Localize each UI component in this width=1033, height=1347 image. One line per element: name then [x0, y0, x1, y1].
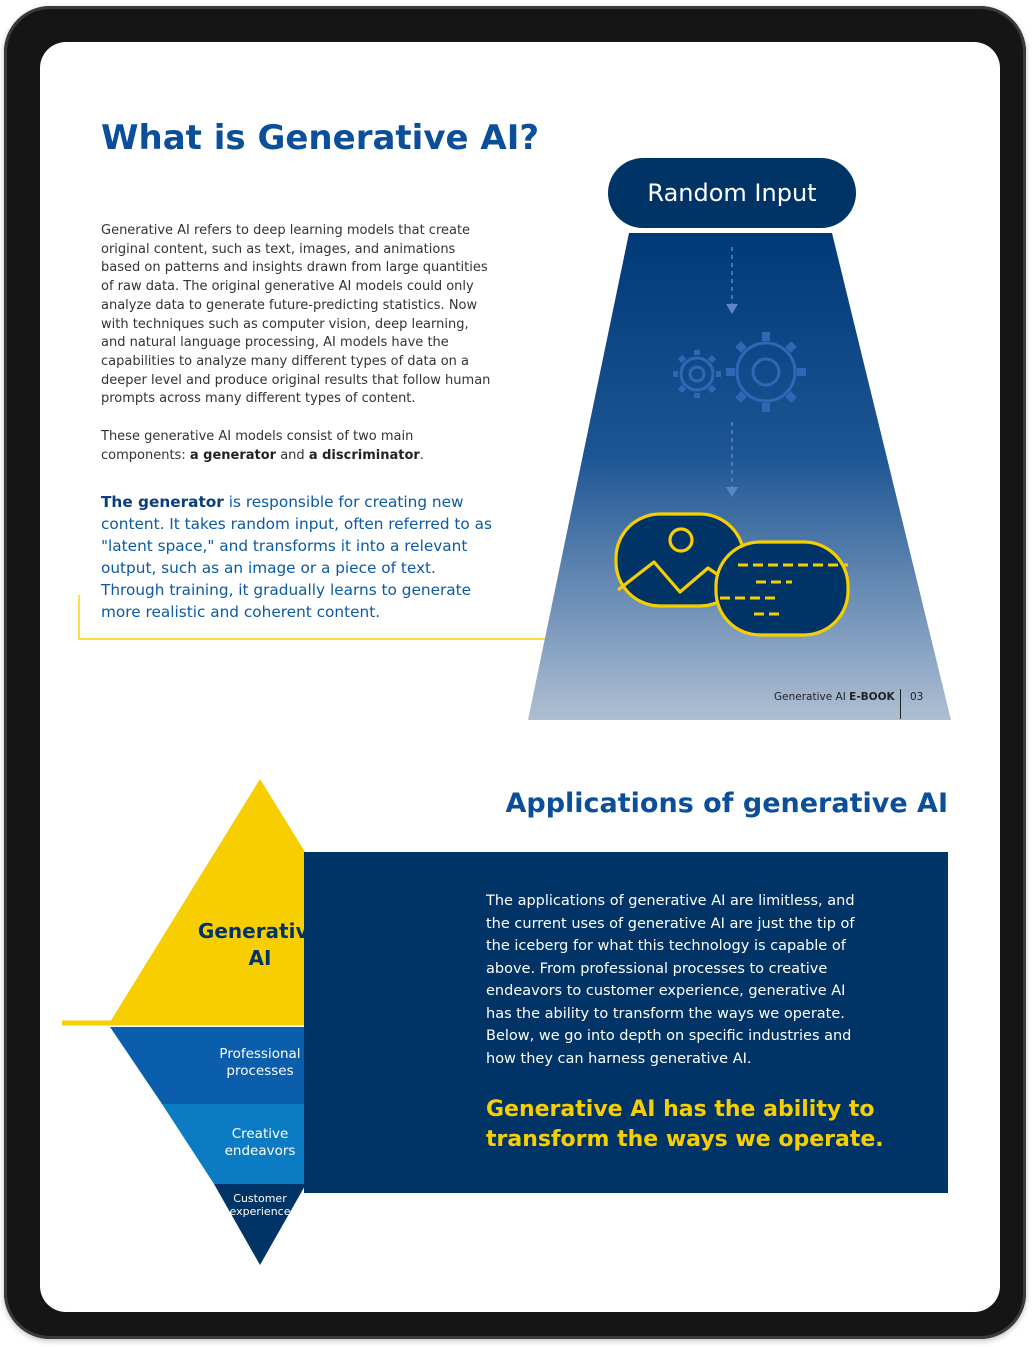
pyramid-label-line: Customer	[233, 1192, 287, 1205]
generator-bold: The generator	[101, 493, 224, 511]
page-title: What is Generative AI?	[101, 118, 540, 158]
gears-icon	[673, 332, 806, 412]
footer-label-text: Generative AI	[774, 691, 846, 703]
random-input-pill: Random Input	[608, 158, 856, 228]
components-discriminator: a discriminator	[308, 447, 420, 463]
pyramid-label-line: processes	[226, 1063, 294, 1079]
footer-label: Generative AI E-BOOK	[774, 691, 895, 703]
flow-arrow-icon	[726, 304, 738, 314]
footer-label-bold: E-BOOK	[849, 691, 895, 703]
components-generator: a generator	[189, 447, 277, 463]
pyramid-label-creative: Creative endeavors	[190, 1126, 330, 1160]
beam-shape	[528, 233, 951, 720]
generator-rest: is responsible for creating new content.…	[101, 493, 492, 621]
flow-arrow-icon	[726, 487, 738, 497]
applications-title: Applications of generative AI	[505, 788, 948, 819]
intro-paragraph: Generative AI refers to deep learning mo…	[101, 223, 491, 407]
pyramid-label-customer: Customer experience	[200, 1192, 320, 1218]
tablet-frame: What is Generative AI? Generative AI ref…	[4, 6, 1026, 1339]
pyramid-label-generative-ai: Generative AI	[180, 918, 340, 972]
text-bubble-icon	[714, 540, 850, 637]
connector-line	[78, 595, 576, 640]
page-number: 03	[910, 691, 924, 703]
components-end: .	[419, 447, 424, 463]
pyramid-level-3	[214, 1184, 306, 1265]
ebook-page: What is Generative AI? Generative AI ref…	[40, 42, 1000, 1312]
pyramid-label-line: experience	[229, 1205, 291, 1218]
footer-divider	[900, 689, 901, 719]
pyramid-label-line: AI	[248, 946, 272, 970]
components-lead: These generative AI models consist of tw…	[101, 429, 414, 463]
applications-body: The applications of generative AI are li…	[486, 893, 855, 1067]
pyramid-label-line: Professional	[219, 1046, 301, 1062]
applications-panel	[304, 852, 948, 1193]
pyramid-label-line: endeavors	[224, 1143, 296, 1159]
components-and: and	[280, 447, 305, 463]
generator-paragraph: The generator is responsible for creatin…	[101, 491, 501, 623]
components-paragraph: These generative AI models consist of tw…	[101, 428, 496, 465]
pyramid-label-professional: Professional processes	[190, 1046, 330, 1080]
applications-highlight: Generative AI has the ability to transfo…	[486, 1097, 884, 1152]
pyramid-label-line: Creative	[231, 1126, 289, 1142]
pyramid-label-line: Generative	[197, 919, 323, 943]
